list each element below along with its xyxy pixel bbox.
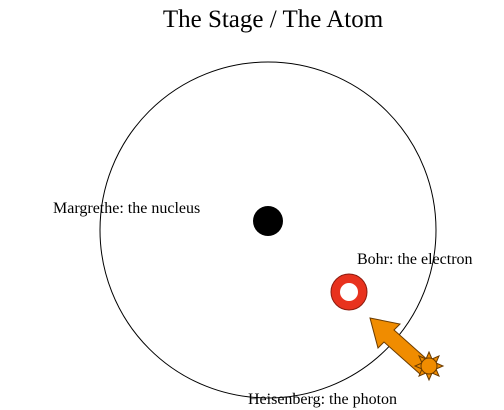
nucleus-label: Margrethe: the nucleus bbox=[53, 200, 200, 217]
photon-label: Heisenberg: the photon bbox=[248, 391, 397, 408]
electron-ring-outline bbox=[330, 273, 368, 311]
electron-ring-icon bbox=[331, 274, 367, 310]
nucleus-dot bbox=[253, 206, 283, 236]
diagram-title: The Stage / The Atom bbox=[163, 6, 384, 33]
electron-label: Bohr: the electron bbox=[357, 251, 473, 268]
orbit-circle bbox=[99, 61, 437, 399]
photon-sun-icon bbox=[413, 350, 445, 382]
